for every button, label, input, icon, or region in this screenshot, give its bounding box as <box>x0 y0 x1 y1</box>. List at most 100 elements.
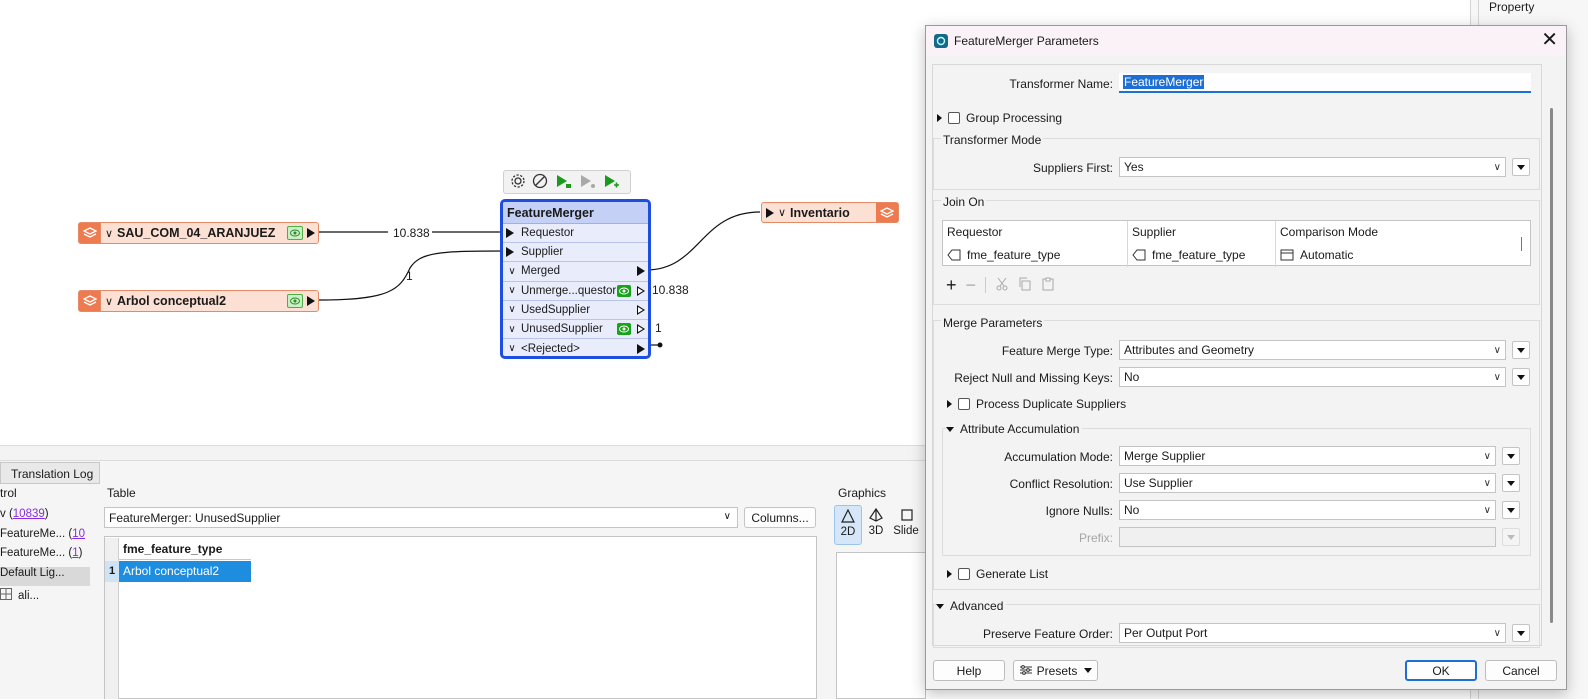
process-duplicate-toggle[interactable]: Process Duplicate Suppliers <box>947 397 1126 411</box>
row-number[interactable]: 1 <box>105 561 119 582</box>
feature-merge-type-select[interactable]: Attributes and Geometry∨ <box>1119 340 1506 360</box>
accumulation-mode-select[interactable]: Merge Supplier∨ <box>1119 446 1496 466</box>
attribute-accumulation-toggle[interactable]: Attribute Accumulation <box>946 422 1083 436</box>
input-port-requestor[interactable]: Requestor <box>503 224 648 244</box>
list-item[interactable]: v (10839) <box>0 508 49 520</box>
output-port-arrow-icon[interactable] <box>307 228 315 238</box>
chevron-down-icon[interactable]: ∨ <box>104 227 114 240</box>
chevron-down-icon[interactable]: ∨ <box>508 343 516 355</box>
group-processing-checkbox[interactable] <box>948 112 960 124</box>
close-icon[interactable]: ✕ <box>1541 29 1558 51</box>
add-icon[interactable]: + <box>946 275 957 295</box>
output-port-rejected[interactable]: ∨ <Rejected> <box>503 339 648 356</box>
attribute-value-icon <box>947 249 961 261</box>
generate-list-checkbox[interactable] <box>958 568 970 580</box>
chevron-down-icon[interactable]: ∨ <box>104 295 114 308</box>
layers-icon <box>876 203 898 222</box>
eye-icon[interactable] <box>287 294 303 308</box>
expand-arrow-icon[interactable] <box>937 114 942 122</box>
expand-arrow-icon[interactable] <box>947 570 952 578</box>
chevron-down-icon: ∨ <box>1493 627 1501 639</box>
run-step-icon[interactable] <box>602 173 620 192</box>
chevron-down-icon[interactable]: ∨ <box>508 285 516 297</box>
writer-inventario[interactable]: ∨ Inventario <box>761 202 899 223</box>
transformer-name-input[interactable]: FeatureMerger <box>1119 73 1531 93</box>
dialog-title-bar[interactable]: FeatureMerger Parameters ✕ <box>926 26 1566 56</box>
ignore-nulls-select[interactable]: No∨ <box>1119 500 1496 520</box>
eye-icon[interactable] <box>617 323 631 336</box>
pyramid-icon <box>869 507 883 522</box>
view-2d-button[interactable]: 2D <box>834 505 862 545</box>
run-to-this-icon[interactable] <box>554 173 572 192</box>
parameter-menu-button <box>1502 528 1520 546</box>
table-source-select[interactable]: FeatureMerger: UnusedSupplier ∨ <box>104 507 738 528</box>
panel-splitter[interactable] <box>0 445 925 461</box>
list-item[interactable]: FeatureMe... (1) <box>0 547 83 559</box>
output-port-arrow-icon <box>637 266 645 277</box>
output-port-unmerged-requestor[interactable]: ∨ Unmerge...questor <box>503 282 648 301</box>
view-slide-button[interactable]: Slide <box>890 505 922 545</box>
disable-icon[interactable] <box>532 173 548 192</box>
graphics-viewport[interactable] <box>836 552 926 699</box>
chevron-down-icon[interactable]: ∨ <box>508 304 516 316</box>
gear-icon[interactable] <box>510 173 526 192</box>
tab-translation-log[interactable]: Translation Log <box>0 462 100 484</box>
collapse-arrow-icon[interactable] <box>936 603 944 609</box>
chevron-down-icon[interactable]: ∨ <box>508 323 516 335</box>
list-item[interactable]: FeatureMe... (10 <box>0 527 86 540</box>
property-header: Property <box>1489 0 1535 14</box>
ok-button[interactable]: OK <box>1405 660 1477 681</box>
parameter-menu-button[interactable] <box>1502 474 1520 492</box>
join-on-table[interactable]: Requestor Supplier Comparison Mode fme_f… <box>942 220 1531 267</box>
columns-button[interactable]: Columns... <box>744 507 816 528</box>
group-processing-toggle[interactable]: Group Processing <box>937 111 1062 125</box>
ignore-nulls-label: Ignore Nulls: <box>1045 504 1113 518</box>
prefix-label: Prefix: <box>1078 531 1113 545</box>
cancel-button[interactable]: Cancel <box>1485 660 1557 681</box>
table-cell[interactable]: fme_feature_type <box>1132 248 1245 262</box>
eye-icon[interactable] <box>287 226 303 240</box>
view-3d-button[interactable]: 3D <box>862 505 890 545</box>
help-button[interactable]: Help <box>933 660 1005 681</box>
chevron-down-icon[interactable]: ∨ <box>508 265 516 277</box>
join-on-header: Join On <box>941 195 987 209</box>
copy-icon <box>1018 277 1032 294</box>
output-port-used-supplier[interactable]: ∨ UsedSupplier <box>503 301 648 320</box>
advanced-toggle[interactable]: Advanced <box>936 599 1007 613</box>
parameter-menu-button[interactable] <box>1512 341 1530 359</box>
list-item[interactable]: Default Lig... <box>0 566 90 586</box>
parameter-menu-button[interactable] <box>1512 158 1530 176</box>
feature-merger-transformer[interactable]: FeatureMerger Requestor Supplier ∨ Merge… <box>500 199 651 359</box>
collapse-arrow-icon[interactable] <box>946 426 954 432</box>
join-on-section <box>933 200 1540 305</box>
output-port-arrow-icon[interactable] <box>307 296 315 306</box>
table-cell[interactable]: fme_feature_type <box>947 248 1060 262</box>
eye-icon[interactable] <box>617 284 631 297</box>
table-cell[interactable]: Automatic <box>1280 248 1353 262</box>
output-port-unused-supplier[interactable]: ∨ UnusedSupplier <box>503 320 648 340</box>
column-header[interactable]: fme_feature_type <box>119 538 251 560</box>
reader-arbol[interactable]: ∨ Arbol conceptual2 <box>78 290 319 312</box>
parameter-menu-button[interactable] <box>1512 368 1530 386</box>
table-cell[interactable]: Arbol conceptual2 <box>119 561 251 582</box>
suppliers-first-select[interactable]: Yes∨ <box>1119 157 1506 177</box>
connection-lines <box>317 211 761 348</box>
dialog-scrollbar[interactable] <box>1545 64 1559 646</box>
preserve-order-select[interactable]: Per Output Port∨ <box>1119 623 1506 643</box>
parameter-menu-button[interactable] <box>1502 501 1520 519</box>
reader-sau-com[interactable]: ∨ SAU_COM_04_ARANJUEZ <box>78 222 319 244</box>
transformer-mode-section <box>933 138 1540 190</box>
process-duplicate-checkbox[interactable] <box>958 398 970 410</box>
generate-list-toggle[interactable]: Generate List <box>947 567 1048 581</box>
chevron-down-icon[interactable]: ∨ <box>777 207 787 219</box>
expand-arrow-icon[interactable] <box>947 400 952 408</box>
parameter-menu-button[interactable] <box>1502 447 1520 465</box>
list-item[interactable]: ali... <box>0 586 90 606</box>
parameter-menu-button[interactable] <box>1512 624 1530 642</box>
conflict-resolution-select[interactable]: Use Supplier∨ <box>1119 473 1496 493</box>
reject-null-select[interactable]: No∨ <box>1119 367 1506 387</box>
input-port-supplier[interactable]: Supplier <box>503 243 648 263</box>
feature-count: 1 <box>655 321 662 335</box>
presets-button[interactable]: Presets <box>1013 660 1098 681</box>
output-port-merged[interactable]: ∨ Merged <box>503 262 648 282</box>
